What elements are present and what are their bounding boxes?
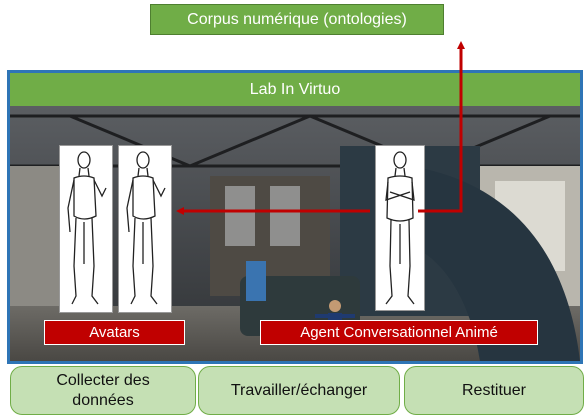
avatar-card-2 (118, 145, 172, 313)
agent-label-box: Agent Conversationnel Animé (260, 320, 538, 345)
corpus-numerique-box: Corpus numérique (ontologies) (150, 4, 444, 35)
crossed-arms-figure-sketch-icon (385, 151, 415, 305)
avatar-card-1 (59, 145, 113, 313)
lab-title: Lab In Virtuo (249, 80, 341, 98)
lab-title-bar: Lab In Virtuo (10, 73, 580, 106)
collecter-donnees-button[interactable]: Collecter des données (10, 366, 196, 415)
corpus-label: Corpus numérique (ontologies) (187, 10, 407, 28)
lab-in-virtuo-frame: Lab In Virtuo (7, 70, 583, 364)
collect-label: Collecter des données (56, 372, 150, 409)
restituer-button[interactable]: Restituer (404, 366, 584, 415)
human-figure-sketch-icon (67, 151, 107, 305)
agent-label: Agent Conversationnel Animé (300, 324, 498, 341)
agent-card (375, 145, 425, 311)
work-label: Travailler/échanger (230, 381, 368, 399)
avatars-label-box: Avatars (44, 320, 185, 345)
travailler-echanger-button[interactable]: Travailler/échanger (198, 366, 400, 415)
avatars-label: Avatars (89, 324, 140, 341)
restore-label: Restituer (461, 381, 527, 399)
human-figure-sketch-icon (126, 151, 166, 305)
virtual-lab-scene (10, 106, 580, 361)
